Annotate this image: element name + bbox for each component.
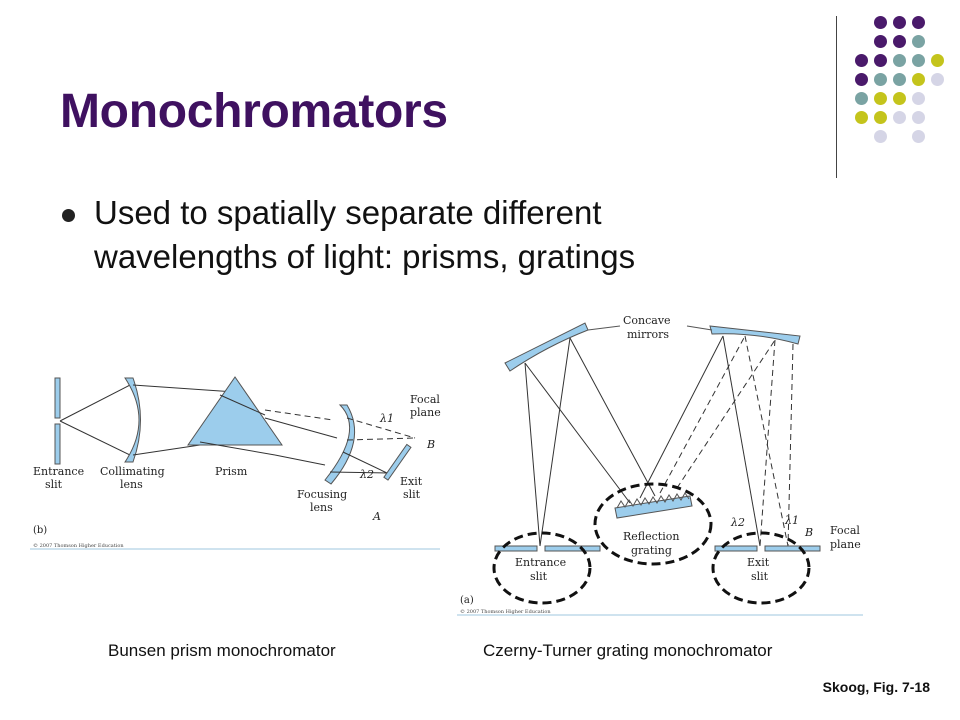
decorative-dot xyxy=(912,54,925,67)
label-lambda2: λ2 xyxy=(730,516,745,529)
label-plane: plane xyxy=(410,406,441,419)
decorative-dot xyxy=(855,92,868,105)
label-collimating-lens: lens xyxy=(120,478,143,491)
source-citation: Skoog, Fig. 7-18 xyxy=(822,679,930,695)
collimating-lens xyxy=(124,377,141,463)
exit-slit xyxy=(383,443,412,481)
exit-slit-left xyxy=(714,545,758,552)
caption-prism: Bunsen prism monochromator xyxy=(108,641,336,660)
label-focal: Focal xyxy=(410,393,440,406)
label-focusing-lens: lens xyxy=(310,501,333,514)
decorative-dot xyxy=(912,130,925,143)
panel-label-b: (b) xyxy=(33,525,47,536)
label-mirrors: mirrors xyxy=(627,328,669,341)
entrance-slit-right xyxy=(544,545,601,552)
divider-line xyxy=(836,16,837,178)
entrance-slit-highlight xyxy=(492,531,592,605)
label-entrance-slit: slit xyxy=(45,478,63,491)
label-A: A xyxy=(372,510,381,523)
grating-monochromator-diagram: Concave mirrors Reflection grating Entra… xyxy=(457,314,863,616)
decorative-dot xyxy=(874,92,887,105)
bullet-text: Used to spatially separate different wav… xyxy=(94,194,636,275)
entrance-slit-left xyxy=(494,545,538,552)
decorative-dot xyxy=(912,111,925,124)
label-plane: plane xyxy=(830,538,861,551)
bullet-marker xyxy=(62,209,75,222)
decorative-dot xyxy=(893,54,906,67)
label-B: B xyxy=(426,438,435,451)
decorative-dot xyxy=(912,16,925,29)
exit-slit-right xyxy=(764,545,821,552)
label-entrance: Entrance xyxy=(33,465,84,478)
decorative-dot xyxy=(912,92,925,105)
label-exit-slit: slit xyxy=(751,570,769,583)
exit-slit-highlight xyxy=(711,531,811,605)
decorative-dot xyxy=(893,111,906,124)
label-focusing: Focusing xyxy=(297,488,347,501)
label-concave: Concave xyxy=(623,314,671,327)
label-reflection: Reflection xyxy=(623,530,679,543)
right-concave-mirror xyxy=(709,325,801,345)
label-lambda1: λ1 xyxy=(784,514,799,527)
decorative-dot xyxy=(931,54,944,67)
decorative-dot xyxy=(893,73,906,86)
label-lambda1: λ1 xyxy=(379,412,394,425)
entrance-slit-lower xyxy=(54,423,61,465)
decorative-dot xyxy=(855,73,868,86)
label-lambda2: λ2 xyxy=(359,468,374,481)
label-prism: Prism xyxy=(215,465,248,478)
decorative-dot xyxy=(893,35,906,48)
decorative-dot xyxy=(874,111,887,124)
panel-label-a: (a) xyxy=(460,595,474,606)
label-exit: Exit xyxy=(747,556,770,569)
left-concave-mirror xyxy=(504,322,589,372)
decorative-dot xyxy=(912,73,925,86)
prism-monochromator-diagram: Entrance slit Collimating lens Prism Foc… xyxy=(30,376,441,550)
focusing-lens xyxy=(324,404,356,485)
decorative-dot xyxy=(855,111,868,124)
copyright-left: © 2007 Thomson Higher Education xyxy=(33,542,124,549)
decorative-dot xyxy=(855,54,868,67)
entrance-slit-upper xyxy=(54,377,61,419)
prism xyxy=(187,376,283,446)
decorative-dot xyxy=(874,16,887,29)
label-grating: grating xyxy=(631,544,672,557)
label-B: B xyxy=(804,526,813,539)
caption-grating: Czerny-Turner grating monochromator xyxy=(483,641,773,660)
decorative-dot xyxy=(874,54,887,67)
copyright-right: © 2007 Thomson Higher Education xyxy=(460,608,551,615)
decorative-dot xyxy=(874,130,887,143)
decorative-dot xyxy=(874,35,887,48)
decorative-dot xyxy=(931,73,944,86)
decorative-dot xyxy=(874,73,887,86)
label-collimating: Collimating xyxy=(100,465,165,478)
label-entrance: Entrance xyxy=(515,556,566,569)
label-exit: Exit xyxy=(400,475,423,488)
decorative-dot xyxy=(893,16,906,29)
decorative-dot xyxy=(912,35,925,48)
slide-title: Monochromators xyxy=(60,85,448,138)
label-entrance-slit: slit xyxy=(530,570,548,583)
label-exit-slit: slit xyxy=(403,488,421,501)
label-focal: Focal xyxy=(830,524,860,537)
grating-highlight xyxy=(593,482,713,566)
decorative-dot xyxy=(893,92,906,105)
